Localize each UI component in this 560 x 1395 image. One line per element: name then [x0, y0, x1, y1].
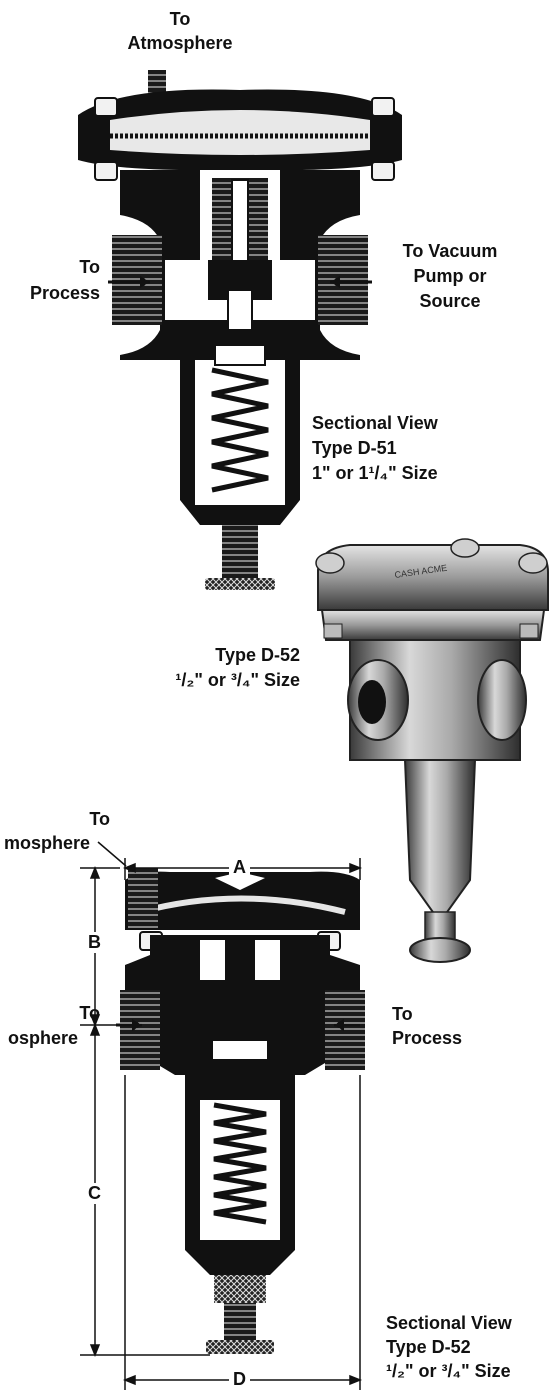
- lower-to-process-label-line1: To: [392, 1004, 413, 1024]
- bolt: [94, 97, 118, 117]
- adjusting-screw: [224, 1303, 256, 1343]
- dimension-lines: [80, 841, 363, 1390]
- lock-nut: [214, 1275, 266, 1303]
- d52-photo-caption-line2: ¹/₂" or ³/₄" Size: [175, 670, 300, 690]
- lower-to-atmosphere-label-line1: To: [89, 809, 110, 829]
- to-process-label-line2: Process: [29, 283, 100, 303]
- vacuum-label-line1: To Vacuum: [402, 241, 498, 261]
- lower-to-atmosphere2-label-line1: To: [79, 1003, 100, 1023]
- vacuum-port: [318, 235, 368, 325]
- top-to-label: To: [169, 9, 191, 29]
- vacuum-label-line3: Source: [419, 291, 481, 311]
- d52-caption-line1: Sectional View: [386, 1313, 512, 1333]
- adjusting-knob: [205, 578, 275, 590]
- d52-caption-line3: ¹/₂" or ³/₄" Size: [386, 1361, 511, 1381]
- process-port: [112, 235, 162, 325]
- d51-caption-line1: Sectional View: [312, 413, 438, 433]
- d51-caption-line2: Type D-51: [312, 438, 397, 458]
- spring: [213, 1102, 267, 1225]
- d51-sectional-drawing: [78, 70, 402, 590]
- dimension-c-label: C: [84, 1183, 105, 1204]
- lower-to-atmosphere-label-line2: mosphere: [3, 833, 90, 853]
- lower-to-atmosphere2-label-line2: osphere: [7, 1028, 78, 1048]
- vacuum-label-line2: Pump or: [413, 266, 487, 286]
- bolt: [371, 161, 395, 181]
- dimension-b-label: B: [84, 932, 105, 953]
- process-port: [325, 990, 365, 1070]
- lower-to-process-label-line2: Process: [392, 1028, 463, 1048]
- d52-caption-line2: Type D-52: [386, 1337, 471, 1357]
- vent-port: [148, 70, 166, 98]
- to-process-label-line1: To: [79, 257, 100, 277]
- d52-photo: CASH ACME: [315, 538, 549, 963]
- d51-caption-line3: 1" or 1¹/₄" Size: [312, 463, 438, 483]
- bolt: [371, 97, 395, 117]
- d52-sectional-drawing: [116, 868, 365, 1354]
- adjusting-knob: [206, 1340, 274, 1354]
- atmosphere-port: [120, 990, 160, 1070]
- adjusting-screw: [222, 525, 258, 580]
- dimension-d-label: D: [229, 1369, 250, 1390]
- top-atmosphere-label: Atmosphere: [127, 33, 233, 53]
- bolt: [94, 161, 118, 181]
- d52-photo-caption-line1: Type D-52: [215, 645, 300, 665]
- spring: [211, 367, 269, 493]
- dimension-a-label: A: [229, 857, 250, 878]
